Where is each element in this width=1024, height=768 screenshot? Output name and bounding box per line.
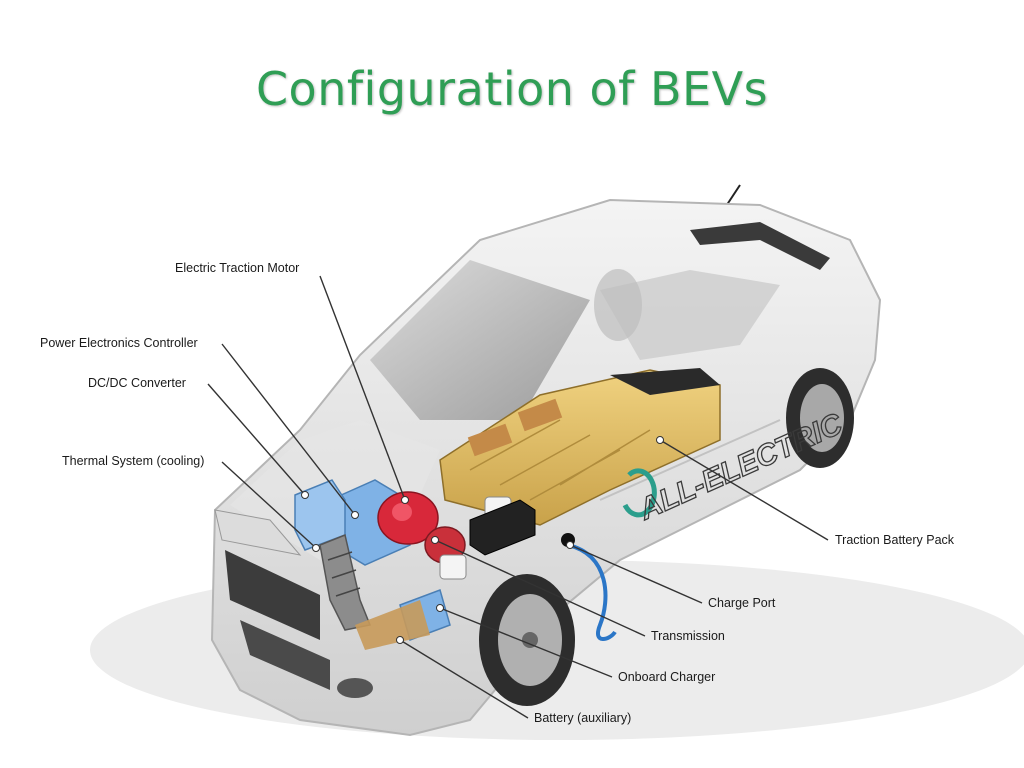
front-right-hub	[522, 632, 538, 648]
leader-lines	[207, 275, 829, 719]
leader-dcdc	[207, 383, 306, 496]
label-battery-auxiliary: Battery (auxiliary)	[534, 711, 631, 725]
frame-base	[355, 600, 430, 650]
front-grille	[225, 550, 320, 640]
wheels	[479, 269, 854, 706]
label-transmission: Transmission	[651, 629, 725, 643]
slide-title: Configuration of BEVs	[255, 62, 769, 116]
label-onboard-charger: Onboard Charger	[618, 670, 715, 684]
leader-transmission	[434, 539, 646, 637]
rear-left-wheel	[594, 269, 642, 341]
label-electric-traction-motor: Electric Traction Motor	[175, 261, 299, 275]
leader-motor	[319, 275, 406, 501]
headlight	[214, 509, 302, 556]
label-power-electronics-controller: Power Electronics Controller	[40, 336, 198, 350]
charge-cable	[567, 543, 617, 641]
leader-charger	[439, 607, 613, 678]
onboard-charger	[469, 499, 536, 556]
label-thermal-system: Thermal System (cooling)	[62, 454, 204, 468]
components	[294, 368, 721, 650]
leader-dots	[301, 436, 664, 644]
rear-right-rim	[800, 384, 844, 452]
label-charge-port: Charge Port	[708, 596, 776, 610]
leader-charge-port	[569, 544, 703, 604]
fluid-reservoir	[439, 554, 467, 580]
side-window	[600, 270, 780, 360]
leader-aux-battery	[399, 639, 529, 719]
fog-light	[337, 678, 373, 698]
door-line	[599, 419, 781, 501]
roof-stripe	[690, 222, 830, 270]
electric-traction-motor	[377, 491, 439, 545]
lower-grille	[240, 620, 330, 690]
leader-thermal	[221, 461, 317, 549]
label-dcdc-converter: DC/DC Converter	[88, 376, 186, 390]
label-traction-battery-pack: Traction Battery Pack	[835, 533, 955, 547]
component-labels: Electric Traction Motor Power Electronic…	[40, 261, 955, 725]
windshield	[370, 260, 590, 420]
leader-pec	[221, 343, 356, 516]
side-logo-icon	[622, 468, 657, 518]
leader-battery-pack	[659, 439, 829, 541]
traction-battery-pack	[439, 368, 721, 526]
